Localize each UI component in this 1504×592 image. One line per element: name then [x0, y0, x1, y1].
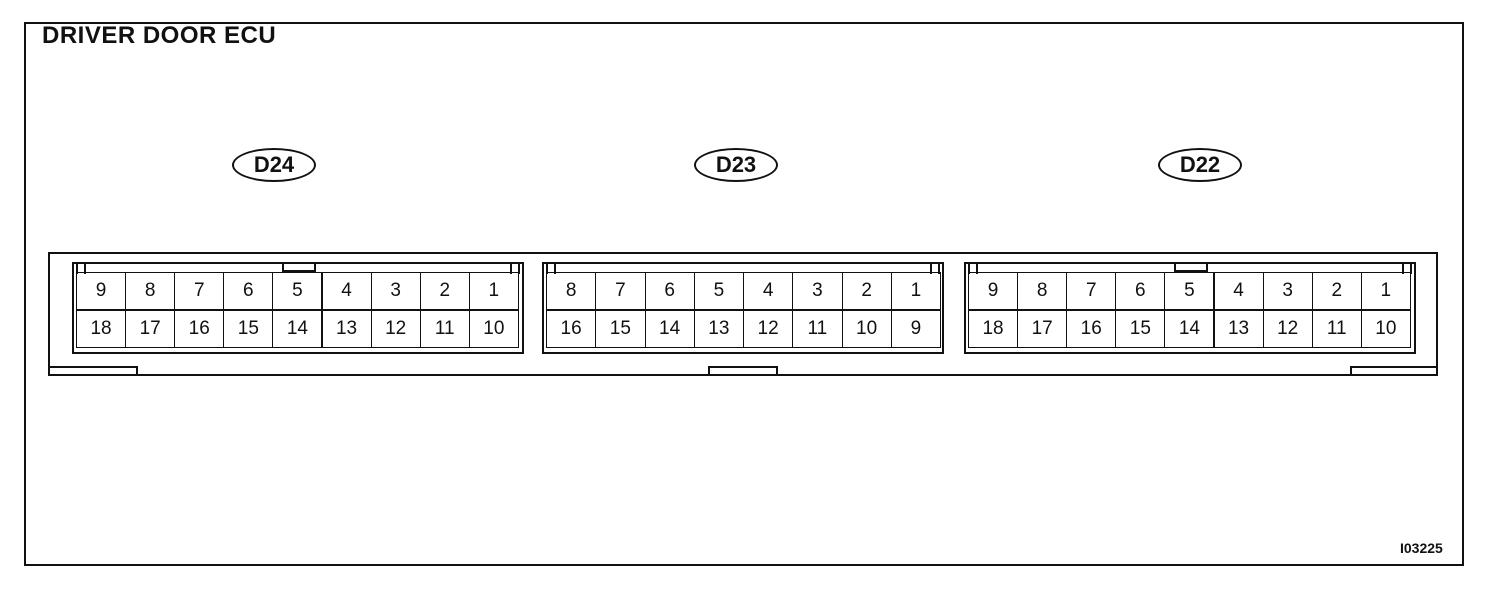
terminal-d24-12: 12	[370, 310, 421, 348]
terminal-d24-5: 5	[272, 272, 323, 310]
diagram-frame	[24, 22, 1464, 566]
terminal-d23-1: 1	[890, 272, 941, 310]
terminal-d24-2: 2	[419, 272, 470, 310]
housing-foot-center	[708, 366, 778, 376]
terminal-d23-13: 13	[693, 310, 744, 348]
terminal-d24-17: 17	[125, 310, 176, 348]
latch-tab-d24	[282, 262, 316, 272]
corner-notch	[546, 262, 556, 274]
terminal-d23-6: 6	[644, 272, 695, 310]
terminal-d22-18: 18	[968, 310, 1019, 348]
terminal-d24-1: 1	[468, 272, 519, 310]
housing-foot-left	[48, 366, 138, 376]
terminal-d22-5: 5	[1164, 272, 1215, 310]
terminal-d22-1: 1	[1360, 272, 1411, 310]
terminal-d24-4: 4	[321, 272, 372, 310]
housing-foot-right	[1350, 366, 1438, 376]
terminal-d23-4: 4	[743, 272, 794, 310]
terminal-d23-16: 16	[546, 310, 597, 348]
diagram-title: DRIVER DOOR ECU	[42, 22, 277, 49]
terminal-d23-11: 11	[792, 310, 843, 348]
terminal-d23-8: 8	[546, 272, 597, 310]
terminal-d24-9: 9	[76, 272, 127, 310]
terminal-d22-10: 10	[1360, 310, 1411, 348]
terminal-d22-9: 9	[968, 272, 1019, 310]
terminal-d22-4: 4	[1213, 272, 1264, 310]
latch-tab-d22	[1174, 262, 1208, 272]
terminal-d23-3: 3	[792, 272, 843, 310]
connector-label-d24: D24	[232, 148, 316, 182]
terminal-d22-3: 3	[1262, 272, 1313, 310]
corner-notch	[76, 262, 86, 274]
terminal-d24-16: 16	[174, 310, 225, 348]
terminal-d22-15: 15	[1115, 310, 1166, 348]
terminal-d22-16: 16	[1066, 310, 1117, 348]
terminal-d24-10: 10	[468, 310, 519, 348]
terminal-d24-15: 15	[223, 310, 274, 348]
terminal-d23-5: 5	[693, 272, 744, 310]
terminal-d22-17: 17	[1017, 310, 1068, 348]
terminal-d24-14: 14	[272, 310, 323, 348]
terminal-d22-12: 12	[1262, 310, 1313, 348]
terminal-d22-11: 11	[1311, 310, 1362, 348]
terminal-d23-9: 9	[890, 310, 941, 348]
terminal-d24-18: 18	[76, 310, 127, 348]
corner-notch	[1402, 262, 1412, 274]
terminal-d24-8: 8	[125, 272, 176, 310]
connector-label-d23: D23	[694, 148, 778, 182]
terminal-d24-11: 11	[419, 310, 470, 348]
terminal-d22-7: 7	[1066, 272, 1117, 310]
connector-body-d23	[542, 262, 944, 354]
terminal-d23-15: 15	[595, 310, 646, 348]
terminal-d23-7: 7	[595, 272, 646, 310]
terminal-d23-14: 14	[644, 310, 695, 348]
terminal-d22-13: 13	[1213, 310, 1264, 348]
terminal-d24-3: 3	[370, 272, 421, 310]
terminal-d22-6: 6	[1115, 272, 1166, 310]
terminal-d22-8: 8	[1017, 272, 1068, 310]
corner-notch	[930, 262, 940, 274]
terminal-d23-12: 12	[743, 310, 794, 348]
terminal-d22-2: 2	[1311, 272, 1362, 310]
terminal-d24-6: 6	[223, 272, 274, 310]
terminal-d23-2: 2	[841, 272, 892, 310]
corner-notch	[968, 262, 978, 274]
terminal-d24-13: 13	[321, 310, 372, 348]
terminal-d24-7: 7	[174, 272, 225, 310]
figure-id: I03225	[1400, 540, 1443, 556]
terminal-d23-10: 10	[841, 310, 892, 348]
connector-label-d22: D22	[1158, 148, 1242, 182]
corner-notch	[510, 262, 520, 274]
terminal-d22-14: 14	[1164, 310, 1215, 348]
